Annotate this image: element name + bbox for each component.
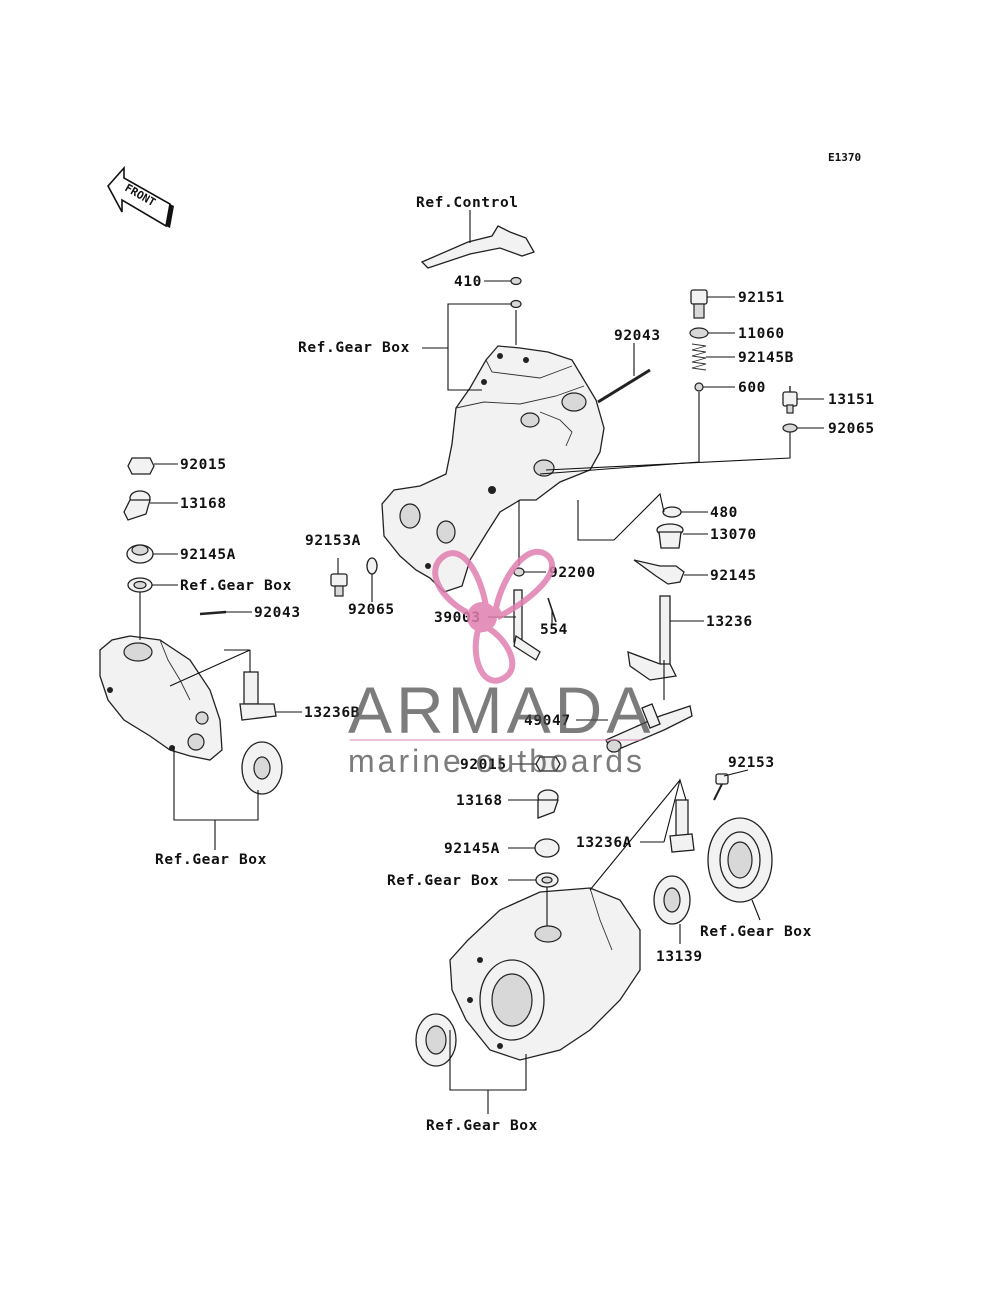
label-92145B: 92145B	[738, 350, 794, 366]
label-92065-mid: 92065	[348, 602, 395, 618]
watermark-brand: ARMADA	[348, 673, 654, 747]
washer-92065-mid-part	[366, 557, 378, 575]
spring-92145A-left-part	[126, 544, 154, 564]
armada-watermark: ARMADA marine outboards	[348, 548, 654, 779]
arm-13168-mid-part	[537, 789, 559, 819]
bush-13070-part	[656, 523, 684, 549]
label-ref-gear-box-3: Ref.Gear Box	[387, 873, 499, 889]
bolt-92153A-part	[330, 573, 348, 597]
nut-92015-left-part	[127, 457, 155, 475]
label-92153: 92153	[728, 755, 775, 771]
pin-92043-top-part	[597, 368, 651, 404]
watermark-tagline: marine outboards	[348, 743, 645, 779]
diagram-code: E1370	[828, 151, 861, 164]
label-92015-left: 92015	[180, 457, 227, 473]
control-lever-part	[420, 225, 535, 269]
bolt-92153-part	[713, 773, 729, 801]
pin-92043-left-part	[199, 610, 227, 616]
shaft-13236A-part	[669, 799, 695, 853]
spring-92145B-part	[691, 343, 707, 371]
seal-mid-part	[535, 872, 559, 888]
label-ref-gear-box-1: Ref.Gear Box	[298, 340, 410, 356]
washer-410-part	[510, 276, 522, 286]
shaft-13236B-part	[239, 671, 277, 721]
label-ref-control: Ref.Control	[416, 195, 519, 211]
label-92043-top: 92043	[614, 328, 661, 344]
left-gear-case-part	[99, 635, 223, 761]
label-92145A-mid: 92145A	[444, 841, 500, 857]
label-13236B: 13236B	[304, 705, 360, 721]
label-13139: 13139	[656, 949, 703, 965]
label-11060: 11060	[738, 326, 785, 342]
seal-lower-part	[415, 1013, 457, 1067]
seal-left-part	[127, 577, 153, 593]
leader-lines	[139, 210, 824, 1114]
spring-92145A-mid-part	[534, 838, 560, 858]
upper-gear-case-part	[381, 345, 605, 593]
washer-92065-right-part	[782, 423, 798, 433]
o-ring-480-part	[662, 506, 682, 518]
label-92065-right: 92065	[828, 421, 875, 437]
spring-92145-part	[633, 559, 685, 585]
label-13236A: 13236A	[576, 835, 632, 851]
gear-13139-part	[653, 875, 691, 925]
label-13236: 13236	[706, 614, 753, 630]
ball-600-part	[694, 382, 704, 392]
label-49047: 49047	[524, 713, 571, 729]
label-92145: 92145	[710, 568, 757, 584]
label-92200: 92200	[549, 565, 596, 581]
shaft-13236-part	[627, 595, 677, 681]
label-600: 600	[738, 380, 766, 396]
lower-gear-case-part	[449, 887, 641, 1061]
label-92015-mid: 92015	[460, 757, 507, 773]
label-92151: 92151	[738, 290, 785, 306]
label-13070: 13070	[710, 527, 757, 543]
lever-39003-part	[513, 589, 541, 661]
label-92043-left: 92043	[254, 605, 301, 621]
switch-13151-part	[782, 386, 798, 414]
label-92145A-left: 92145A	[180, 547, 236, 563]
washer-410b-part	[510, 299, 522, 309]
label-410: 410	[454, 274, 482, 290]
part-labels: Ref.Control 410 Ref.Gear Box 92043 92151…	[155, 195, 875, 1134]
label-ref-gear-box-4: Ref.Gear Box	[700, 924, 812, 940]
label-ref-gear-box-6: Ref.Gear Box	[426, 1118, 538, 1134]
front-arrow-icon: FRONT	[107, 165, 174, 228]
label-ref-gear-box-5: Ref.Gear Box	[155, 852, 267, 868]
label-554: 554	[540, 622, 568, 638]
gasket-11060-part	[689, 327, 709, 339]
arm-13168-left-part	[123, 490, 151, 521]
gear-left-part	[241, 741, 283, 795]
label-13168-mid: 13168	[456, 793, 503, 809]
propeller-logo-icon	[432, 548, 556, 684]
label-ref-gear-box-2: Ref.Gear Box	[180, 578, 292, 594]
label-13151: 13151	[828, 392, 875, 408]
plug-92151-part	[690, 289, 708, 319]
label-13168-left: 13168	[180, 496, 227, 512]
label-480: 480	[710, 505, 738, 521]
label-92153A: 92153A	[305, 533, 361, 549]
bearing-right-part	[707, 817, 773, 903]
